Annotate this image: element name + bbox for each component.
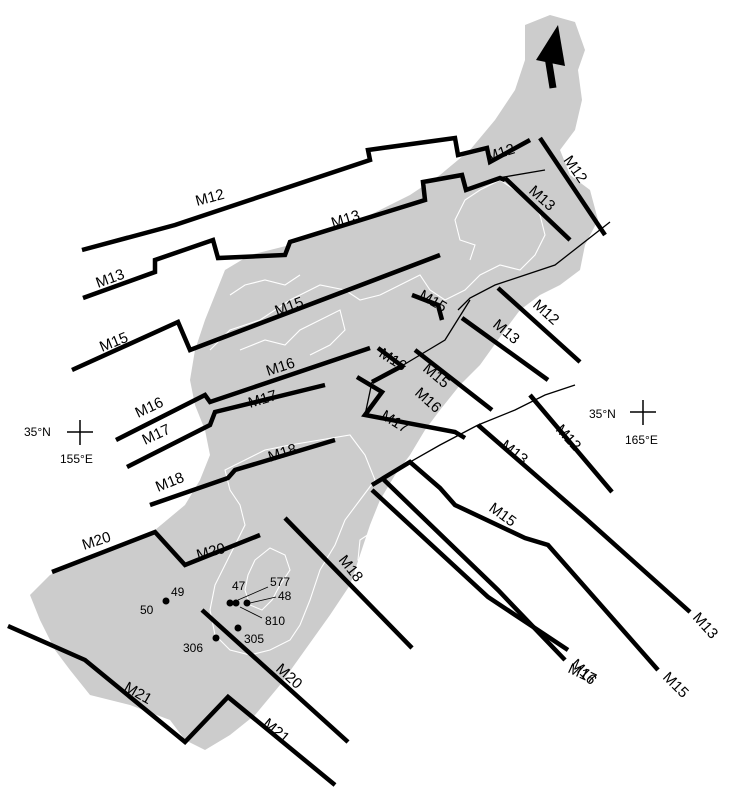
contour-line [229, 274, 301, 296]
boundary-line [457, 221, 611, 311]
anomaly-m20 [200, 608, 350, 744]
site-label-305: 305 [244, 632, 264, 646]
contour-line [209, 179, 546, 351]
anomaly-m17 [125, 382, 326, 470]
coordinate-label-lat-west: 35°N [24, 425, 51, 439]
anomaly-label-m17: M17 [565, 660, 599, 688]
drill-site [232, 599, 240, 607]
anomaly-m17 [355, 375, 467, 440]
anomaly-m15 [370, 459, 660, 672]
coordinate-label-lon-east: 165°E [625, 433, 658, 447]
plateau-region [30, 15, 598, 750]
anomaly-m15 [413, 348, 494, 412]
anomaly-m12 [496, 286, 582, 364]
site-label-48: 48 [278, 589, 292, 603]
anomaly-m18 [149, 437, 336, 508]
contour-line [239, 309, 346, 356]
site-label-810: 810 [265, 614, 285, 628]
anomaly-m12 [538, 136, 607, 237]
anomaly-label-m13: M13 [689, 609, 721, 642]
anomaly-label-m12: M12 [194, 186, 227, 210]
site-label-50: 50 [140, 603, 154, 617]
anomaly-m12 [81, 135, 532, 253]
contour-line [209, 434, 376, 656]
anomaly-m21 [7, 623, 337, 787]
site-label-47: 47 [232, 579, 246, 593]
anomaly-m16 [114, 345, 371, 443]
coordinate-cross-icon [67, 420, 93, 445]
coordinate-label-lat-east: 35°N [589, 407, 616, 421]
boundary-line [477, 384, 576, 426]
site-label-577: 577 [270, 575, 290, 589]
anomaly-m12 [528, 393, 614, 494]
drill-site [162, 597, 170, 605]
site-label-306: 306 [183, 641, 203, 655]
boundary-line [399, 299, 471, 368]
anomaly-m13 [460, 316, 550, 382]
anomaly-label-m13: M13 [498, 437, 531, 468]
anomaly-m13 [503, 176, 572, 242]
anomaly-m15 [71, 252, 441, 373]
anomaly-label-m21: M21 [259, 715, 292, 747]
site-leader-line [249, 596, 277, 604]
coordinate-cross-icon [630, 400, 656, 425]
anomaly-m20 [51, 529, 261, 575]
drill-site [234, 624, 242, 632]
coordinate-label-lon-west: 155°E [60, 452, 93, 466]
anomaly-m17 [380, 476, 567, 662]
anomaly-label-m15: M15 [659, 669, 692, 702]
anomaly-label-m20: M20 [195, 540, 228, 564]
anomaly-m13 [476, 423, 692, 614]
site-label-49: 49 [171, 585, 185, 599]
drill-site [243, 599, 251, 607]
drill-site [226, 599, 234, 607]
anomaly-m18 [283, 516, 414, 650]
drill-site [212, 634, 220, 642]
boundary-line [497, 169, 546, 179]
contour-line [357, 529, 386, 576]
north-arrow-icon [536, 25, 565, 89]
anomaly-m15 [411, 292, 445, 321]
site-leader-line [237, 586, 269, 601]
site-leader-line [239, 606, 263, 619]
anomaly-m16 [370, 346, 407, 384]
contour-line [244, 547, 291, 611]
anomaly-m13 [82, 172, 506, 301]
